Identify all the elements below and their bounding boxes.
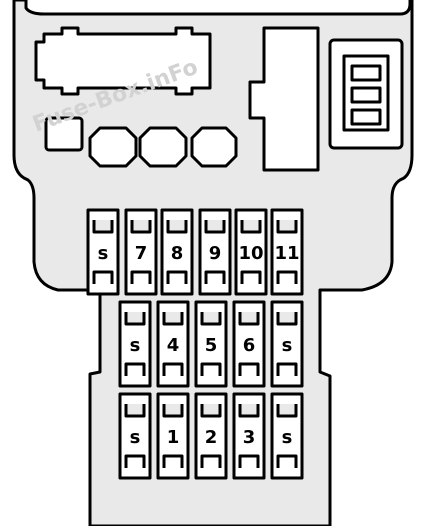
relay-round-2: [138, 126, 188, 168]
relay-right-pin-1: [350, 64, 382, 82]
fuse-slot-outline: [156, 300, 190, 388]
fuse-slot: 10: [234, 208, 268, 296]
fuse-slot: 5: [194, 300, 228, 388]
fuse-label: s: [130, 427, 141, 448]
fuse-slot-outline: [124, 208, 158, 296]
fuse-slot: 3: [232, 392, 266, 480]
fuse-slot-outline: [160, 208, 194, 296]
fuse-slot: s: [270, 300, 304, 388]
fuse-label: 3: [243, 427, 256, 448]
fuse-slot: 11: [270, 208, 304, 296]
fuse-slot: 7: [124, 208, 158, 296]
fuse-slot: s: [118, 300, 152, 388]
relay-large-left: [34, 26, 212, 96]
fuse-label: s: [98, 243, 109, 264]
fuse-slot: s: [270, 392, 304, 480]
fuse-slot: s: [118, 392, 152, 480]
fuse-label: 8: [171, 243, 184, 264]
fuse-label: 10: [238, 243, 263, 264]
fuse-slot-outline: [118, 300, 152, 388]
relay-right-pin-2: [350, 86, 382, 104]
fuse-slot: 2: [194, 392, 228, 480]
fuse-slot: 6: [232, 300, 266, 388]
relay-round-1: [88, 126, 138, 168]
fuse-slot-outline: [118, 392, 152, 480]
fuse-label: 7: [135, 243, 148, 264]
fuse-slot-outline: [232, 300, 266, 388]
relay-round-3: [190, 126, 238, 168]
fuse-label: s: [282, 335, 293, 356]
relay-tall: [248, 26, 320, 172]
fuse-label: 9: [209, 243, 222, 264]
fuse-label: 11: [274, 243, 299, 264]
relay-right-pin-3: [350, 108, 382, 126]
fuse-slot-outline: [270, 208, 304, 296]
fuse-label: 1: [167, 427, 180, 448]
fuse-slots: s 7 8 9 10 11 s 4 5 6 s s 1 2 3 s: [86, 208, 304, 480]
fuse-slot-outline: [156, 392, 190, 480]
fuse-slot: s: [86, 208, 120, 296]
fuse-slot: 8: [160, 208, 194, 296]
fuse-label: s: [282, 427, 293, 448]
relay-small: [44, 116, 84, 152]
fuse-slot-outline: [86, 208, 120, 296]
top-notch: [24, 0, 412, 16]
fuse-slot-outline: [232, 392, 266, 480]
fuse-slot-outline: [194, 392, 228, 480]
fuse-slot-outline: [198, 208, 232, 296]
fuse-slot-outline: [270, 300, 304, 388]
fuse-label: 5: [205, 335, 218, 356]
fuse-label: 6: [243, 335, 256, 356]
fuse-slot-outline: [234, 208, 268, 296]
fuse-slot-outline: [270, 392, 304, 480]
fuse-slot: 1: [156, 392, 190, 480]
fuse-slot: 4: [156, 300, 190, 388]
fuse-label: 4: [167, 335, 180, 356]
fuse-label: s: [130, 335, 141, 356]
fuse-slot: 9: [198, 208, 232, 296]
fuse-slot-outline: [194, 300, 228, 388]
fuse-label: 2: [205, 427, 218, 448]
